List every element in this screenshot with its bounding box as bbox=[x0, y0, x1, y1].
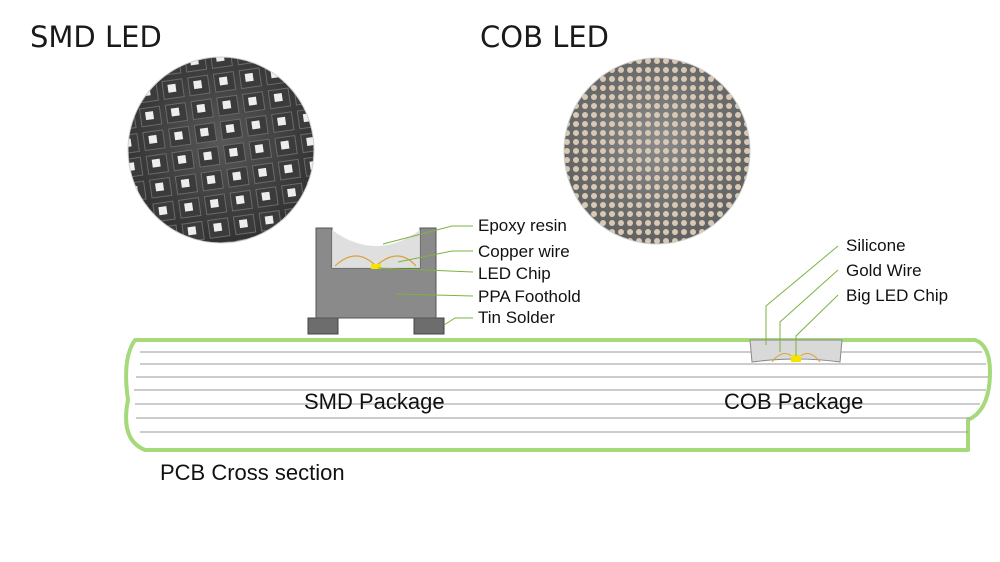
pcb-cross-section bbox=[124, 338, 992, 452]
label-gold-wire: Gold Wire bbox=[846, 261, 922, 280]
label-tin-solder: Tin Solder bbox=[478, 308, 555, 327]
label-silicone: Silicone bbox=[846, 236, 906, 255]
pcb-cross-section-caption: PCB Cross section bbox=[160, 460, 345, 485]
label-led-chip: LED Chip bbox=[478, 264, 551, 283]
label-epoxy-resin: Epoxy resin bbox=[478, 216, 567, 235]
cob-led-title: COB LED bbox=[480, 20, 609, 54]
label-big-led-chip: Big LED Chip bbox=[846, 286, 949, 305]
label-ppa-foothold: PPA Foothold bbox=[478, 287, 581, 306]
cob-led-photo bbox=[564, 58, 750, 244]
cob-package-caption: COB Package bbox=[724, 389, 864, 414]
smd-leader-lines bbox=[377, 225, 474, 326]
cob-leader-lines bbox=[765, 245, 839, 356]
label-copper-wire: Copper wire bbox=[478, 242, 570, 261]
smd-package-cross-section bbox=[307, 227, 445, 335]
smd-led-title: SMD LED bbox=[30, 20, 162, 54]
smd-package-caption: SMD Package bbox=[304, 389, 445, 414]
